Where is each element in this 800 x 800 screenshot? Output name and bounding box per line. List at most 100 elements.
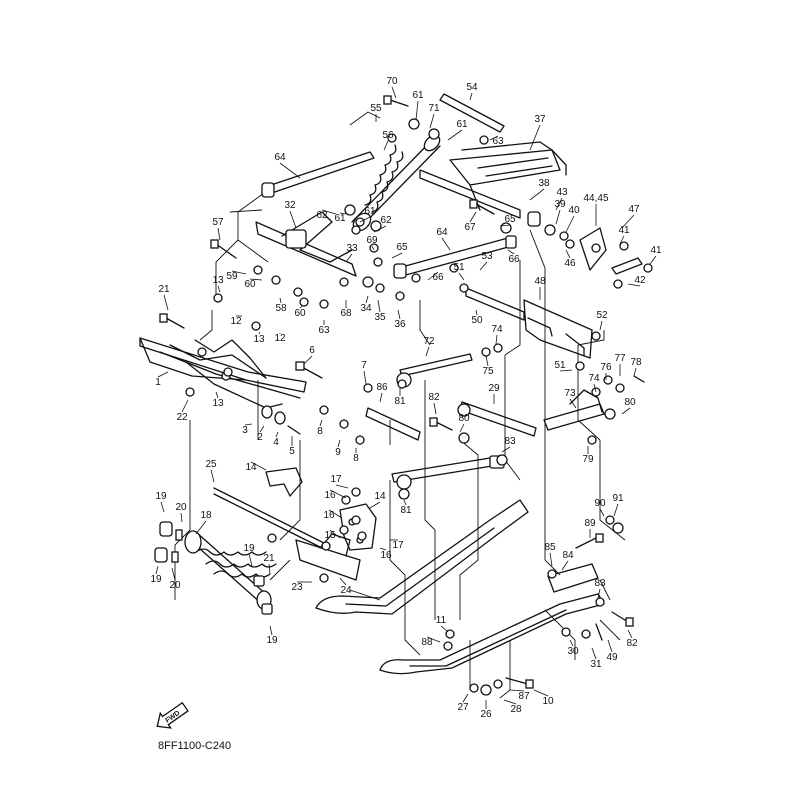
callout-label: 66 — [508, 254, 520, 265]
leader-line — [529, 124, 541, 151]
callout-label: 49 — [606, 652, 618, 663]
leader-line — [329, 489, 347, 499]
callout-label: 15 — [324, 530, 336, 541]
leader-line — [429, 113, 435, 129]
callout-label: 51 — [453, 262, 465, 273]
hardware — [159, 95, 653, 696]
callout-label: 55 — [370, 103, 382, 114]
leader-line — [495, 334, 498, 345]
forward-arrow-label: FWD — [164, 710, 181, 725]
callout-label: 77 — [614, 353, 626, 364]
callout-label: 26 — [480, 709, 492, 720]
callout-label: 74 — [588, 373, 600, 384]
callout-label: 46 — [564, 258, 576, 269]
leader-line — [259, 425, 265, 433]
callout-label: 19 — [243, 543, 255, 554]
callout-label: 60 — [294, 308, 306, 319]
callout-label: 52 — [596, 310, 608, 321]
leader-line — [597, 588, 601, 599]
leader-lines — [155, 86, 657, 709]
leader-line — [469, 92, 473, 101]
leader-line — [181, 399, 189, 413]
leader-line — [244, 423, 253, 426]
callout-label: 69 — [366, 235, 378, 246]
callout-label: 61 — [412, 90, 424, 101]
leader-line — [275, 431, 279, 438]
leader-line — [433, 402, 437, 415]
leader-line — [509, 689, 525, 692]
callout-label: 57 — [212, 217, 224, 228]
leader-line — [383, 140, 389, 151]
leader-line — [391, 86, 397, 99]
leader-line — [289, 210, 297, 229]
leader-line — [607, 639, 613, 653]
leader-line — [231, 270, 247, 275]
callout-label: 35 — [374, 312, 386, 323]
leader-line — [345, 253, 353, 263]
callout-label: 65 — [504, 214, 516, 225]
leader-line — [391, 252, 403, 259]
leader-line — [217, 227, 221, 241]
leader-line — [339, 212, 347, 215]
leader-line — [365, 295, 369, 304]
leader-line — [180, 512, 183, 523]
leader-line — [425, 346, 430, 357]
callout-label: 50 — [471, 315, 483, 326]
leader-line — [459, 423, 465, 433]
leader-line — [426, 636, 441, 643]
callout-label: 22 — [176, 412, 188, 423]
leader-line — [258, 331, 261, 335]
callout-label: 78 — [630, 357, 642, 368]
callout-label: 62 — [380, 215, 392, 226]
callout-label: 19 — [266, 635, 278, 646]
callout-label: 60 — [244, 279, 256, 290]
leader-line — [501, 446, 511, 453]
leader-line — [499, 224, 511, 227]
callout-label: 62 — [316, 210, 328, 221]
leader-line — [633, 367, 637, 377]
leader-line — [160, 501, 165, 513]
leader-line — [328, 509, 343, 519]
callout-label: 14 — [374, 491, 386, 502]
leader-line — [335, 484, 349, 489]
callout-label: 51 — [554, 360, 566, 371]
callout-label: 58 — [275, 303, 287, 314]
callout-label: 65 — [396, 242, 408, 253]
leader-line — [337, 439, 341, 448]
leader-line — [627, 629, 633, 639]
callout-label: 5 — [289, 446, 295, 457]
leader-line — [447, 129, 463, 141]
leader-line — [303, 355, 313, 365]
callout-label: 70 — [386, 76, 398, 87]
leader-line — [549, 552, 553, 567]
callout-label: 61 — [364, 206, 376, 217]
callout-label: 28 — [510, 704, 522, 715]
callout-label: 72 — [423, 336, 435, 347]
callout-label: 42 — [634, 275, 646, 286]
callout-label: 85 — [544, 542, 556, 553]
leader-line — [621, 407, 631, 415]
callout-label: 82 — [626, 638, 638, 649]
callout-label: 10 — [542, 696, 554, 707]
leader-line — [569, 398, 577, 409]
callout-label: 18 — [200, 510, 212, 521]
upper-shock-spring — [364, 144, 404, 213]
leader-line — [279, 162, 301, 179]
leader-line — [507, 249, 515, 255]
callout-label: 36 — [394, 319, 406, 330]
callout-label: 90 — [594, 498, 606, 509]
callout-label: 82 — [428, 392, 440, 403]
callout-label: 23 — [291, 582, 303, 593]
leader-line — [215, 391, 219, 399]
leader-line — [363, 370, 367, 385]
leader-line — [619, 235, 625, 245]
callout-label: 91 — [612, 493, 624, 504]
leader-line — [369, 501, 381, 509]
callout-label: 88 — [421, 637, 433, 648]
callout-label: 17 — [392, 540, 404, 551]
leader-line — [268, 563, 271, 575]
leader-line — [533, 689, 549, 697]
leader-line — [440, 625, 449, 633]
leader-line — [529, 188, 545, 201]
forward-arrow-icon: FWD — [156, 701, 189, 729]
